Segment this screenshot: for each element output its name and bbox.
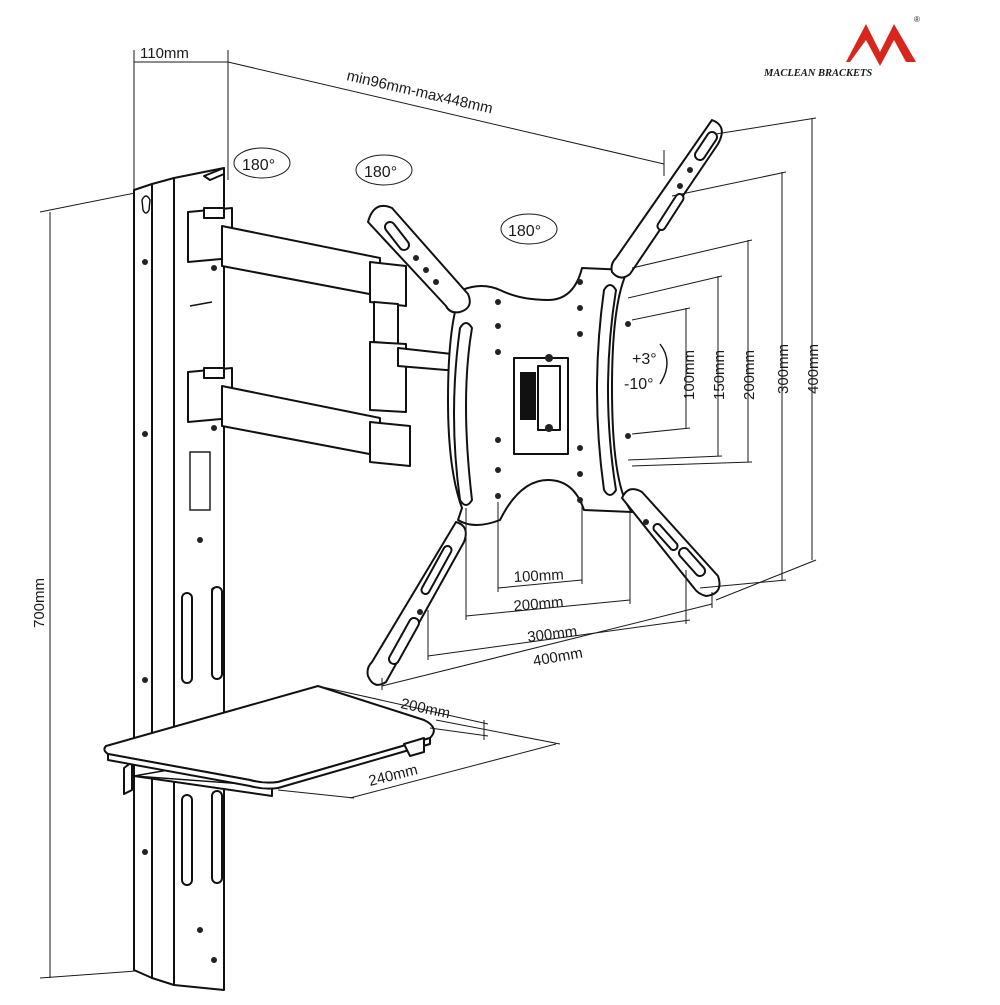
dim-shelf-width: 240mm bbox=[367, 761, 420, 790]
vesa-horizontal-dimensions: 100mm 200mm 300mm 400mm bbox=[381, 502, 713, 690]
vesa-arm-bottom-right bbox=[621, 488, 721, 597]
dim-height: 700mm bbox=[31, 578, 48, 628]
brand-logo: ® MACLEAN BRACKETS bbox=[763, 15, 920, 79]
tilt-down-label: -10° bbox=[624, 376, 654, 393]
rotation-badge-arm: 180° bbox=[355, 154, 413, 186]
rotation-label-plate: 180° bbox=[508, 223, 541, 240]
logo-text: MACLEAN BRACKETS bbox=[763, 68, 872, 79]
vesa-arm-top-left bbox=[367, 204, 471, 314]
dim-vesa-h-400: 400mm bbox=[532, 645, 584, 670]
dim-vesa-h-100: 100mm bbox=[513, 566, 564, 586]
wall-rail bbox=[133, 167, 225, 991]
height-dimension: 700mm bbox=[31, 189, 151, 979]
upper-arm bbox=[187, 207, 407, 307]
dim-vesa-h-200: 200mm bbox=[513, 594, 564, 615]
dim-vesa-v-200: 200mm bbox=[741, 350, 758, 400]
dim-wall-depth: 110mm bbox=[140, 45, 189, 62]
vesa-vertical-dimensions: 100mm 150mm 200mm 300mm 400mm bbox=[627, 117, 822, 601]
dim-vesa-v-400: 400mm bbox=[805, 344, 822, 394]
dim-vesa-v-150: 150mm bbox=[711, 350, 728, 400]
logo-registered: ® bbox=[914, 15, 920, 24]
vesa-arm-bottom-left bbox=[366, 521, 467, 686]
tilt-arrow-icon bbox=[659, 343, 668, 385]
top-dimensions: 110mm min96mm-max448mm bbox=[133, 45, 665, 190]
vesa-plate bbox=[447, 267, 633, 526]
logo-mark-icon bbox=[838, 24, 916, 66]
dim-vesa-v-300: 300mm bbox=[775, 344, 792, 394]
rotation-label-arm: 180° bbox=[364, 164, 397, 181]
dim-vesa-h-300: 300mm bbox=[526, 623, 578, 646]
middle-joint bbox=[369, 301, 471, 413]
rotation-badge-wall: 180° bbox=[233, 147, 291, 179]
tilt-annotation: +3° -10° bbox=[624, 343, 668, 393]
tilt-up-label: +3° bbox=[632, 351, 657, 368]
dim-vesa-v-100: 100mm bbox=[681, 350, 698, 400]
lower-arm bbox=[187, 367, 411, 467]
shelf bbox=[103, 685, 435, 797]
vesa-arm-top-right bbox=[610, 119, 723, 279]
rotation-label-wall: 180° bbox=[242, 157, 275, 174]
rotation-badge-plate: 180° bbox=[500, 213, 558, 245]
dim-arm-extension: min96mm-max448mm bbox=[345, 67, 494, 117]
